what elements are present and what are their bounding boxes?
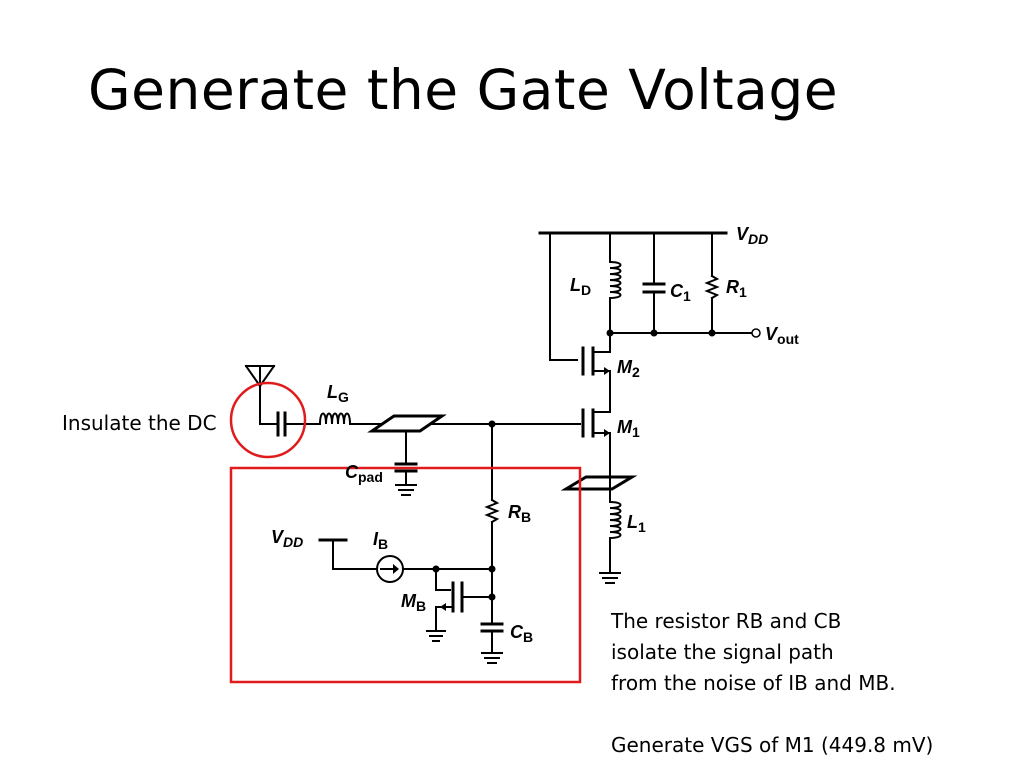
vdd-top-label: VDD bbox=[736, 224, 768, 247]
dc-block-highlight bbox=[229, 381, 307, 459]
ib-label: IB bbox=[373, 529, 388, 552]
gate-pad bbox=[367, 414, 447, 433]
rb-label: RB bbox=[508, 502, 531, 525]
cb-ground-icon bbox=[481, 652, 503, 664]
note-line: isolate the signal path bbox=[611, 640, 834, 664]
m1-source-arrow bbox=[604, 429, 610, 437]
bias-highlight-box bbox=[229, 466, 582, 684]
node-dot bbox=[488, 565, 496, 573]
l1-label: L1 bbox=[627, 512, 646, 535]
node-dot bbox=[650, 329, 658, 337]
ib-arrow-head bbox=[393, 564, 399, 574]
node-dot bbox=[488, 420, 496, 428]
vout-label: Vout bbox=[765, 324, 799, 347]
cb-label: CB bbox=[510, 622, 533, 645]
ld-inductor bbox=[608, 260, 622, 300]
ld-label: LD bbox=[570, 275, 591, 298]
note-line: The resistor RB and CB bbox=[611, 609, 842, 633]
note-insulate-dc: Insulate the DC bbox=[62, 411, 217, 435]
mb-label: MB bbox=[401, 591, 426, 614]
node-dot bbox=[432, 565, 440, 573]
node-dot bbox=[708, 329, 716, 337]
m2-source-arrow bbox=[604, 367, 610, 375]
node-dot bbox=[606, 329, 614, 337]
cpad-ground-icon bbox=[395, 484, 417, 496]
l1-ground-icon bbox=[599, 572, 621, 584]
mb-source-arrow bbox=[440, 603, 446, 611]
lg-label: LG bbox=[327, 382, 349, 405]
source-pad bbox=[560, 475, 638, 491]
note-vgs: Generate VGS of M1 (449.8 mV) bbox=[611, 733, 934, 757]
m1-label: M1 bbox=[617, 417, 640, 440]
vout-terminal bbox=[751, 328, 761, 338]
r1-label: R1 bbox=[726, 277, 747, 300]
lg-inductor bbox=[318, 412, 352, 426]
mb-ground-icon bbox=[426, 630, 446, 642]
m2-label: M2 bbox=[617, 357, 640, 380]
note-line: from the noise of IB and MB. bbox=[611, 671, 896, 695]
rb-resistor bbox=[484, 498, 500, 524]
c1-label: C1 bbox=[670, 281, 691, 304]
note-rb-cb: The resistor RB and CB isolate the signa… bbox=[611, 606, 896, 699]
antenna-icon bbox=[244, 364, 276, 425]
l1-inductor bbox=[608, 500, 622, 540]
node-dot bbox=[488, 593, 496, 601]
r1-resistor bbox=[704, 274, 720, 300]
vdd-bias-label: VDD bbox=[271, 527, 303, 550]
cpad-label: Cpad bbox=[345, 462, 383, 485]
slide-title: Generate the Gate Voltage bbox=[88, 58, 839, 122]
